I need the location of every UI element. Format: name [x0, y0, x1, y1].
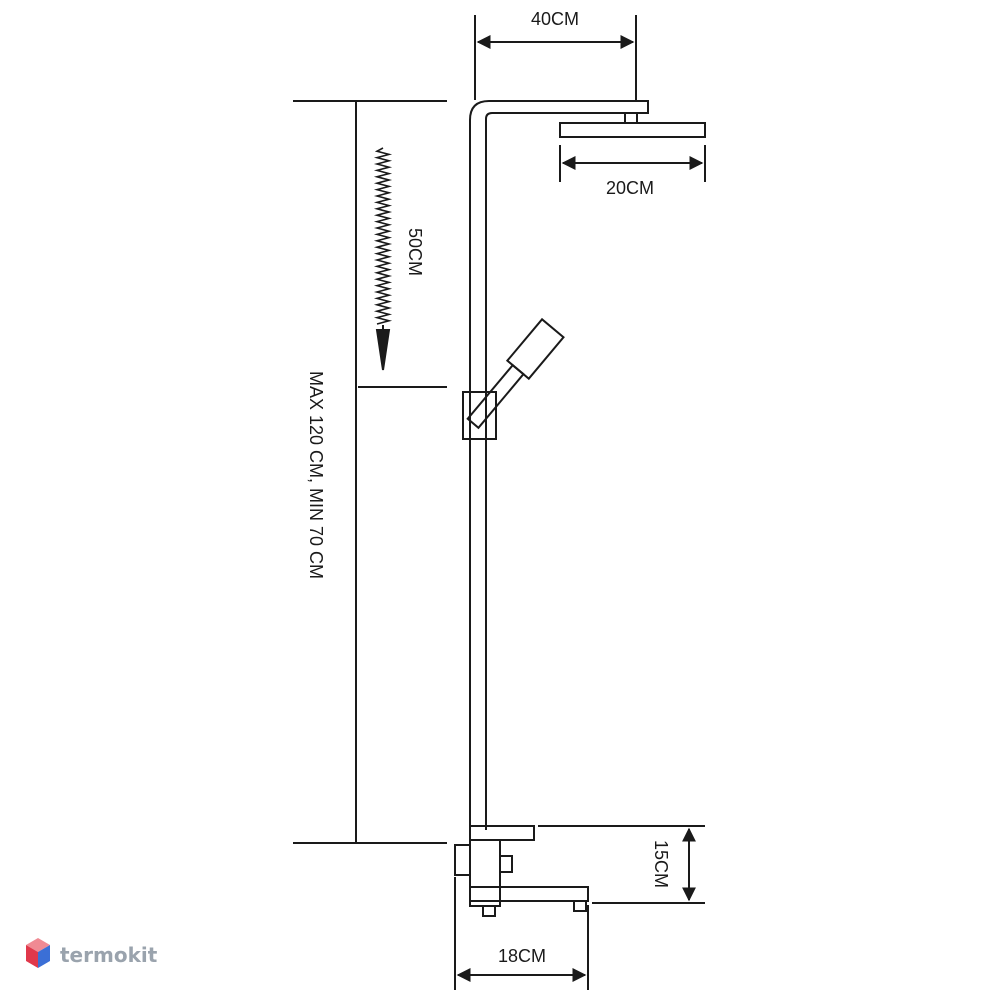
arm-length-label: 40CM: [531, 9, 579, 29]
spout: [469, 886, 589, 902]
head-connector: [624, 112, 638, 124]
spout-outlet: [573, 900, 587, 912]
mixer-bottom-connector: [482, 905, 496, 917]
hand-shower: [466, 317, 565, 430]
hose-zigzag: [373, 147, 393, 325]
hose-length-label: 50CM: [405, 228, 425, 276]
height-range-dimension: [293, 100, 447, 844]
mixer-top-cap: [469, 825, 535, 841]
head-width-dimension: [559, 145, 706, 182]
head-width-label: 20CM: [606, 178, 654, 198]
mixer-body: [469, 839, 501, 907]
cube-logo-icon: [26, 938, 50, 968]
mixer-diverter-knob: [499, 855, 513, 873]
hand-shower-holder: [462, 391, 497, 440]
hose-length-indicator: [373, 147, 393, 371]
mixer-lever: [454, 844, 471, 876]
shower-head: [559, 122, 706, 138]
riser-pipe: [469, 100, 649, 830]
height-range-label: MAX 120 CM, MIN 70 CM: [306, 371, 326, 579]
arm-length-dimension: [474, 15, 637, 100]
hand-shower-head: [505, 317, 565, 381]
hose-arrow-head: [375, 329, 391, 371]
mixer: [454, 825, 589, 917]
spout-length-dimension: [454, 877, 589, 990]
watermark-logo: termokit: [26, 938, 158, 968]
mixer-height-dimension: [538, 825, 705, 904]
spout-length-label: 18CM: [498, 946, 546, 966]
watermark-brand: termokit: [60, 943, 158, 967]
mixer-height-label: 15CM: [651, 840, 671, 888]
